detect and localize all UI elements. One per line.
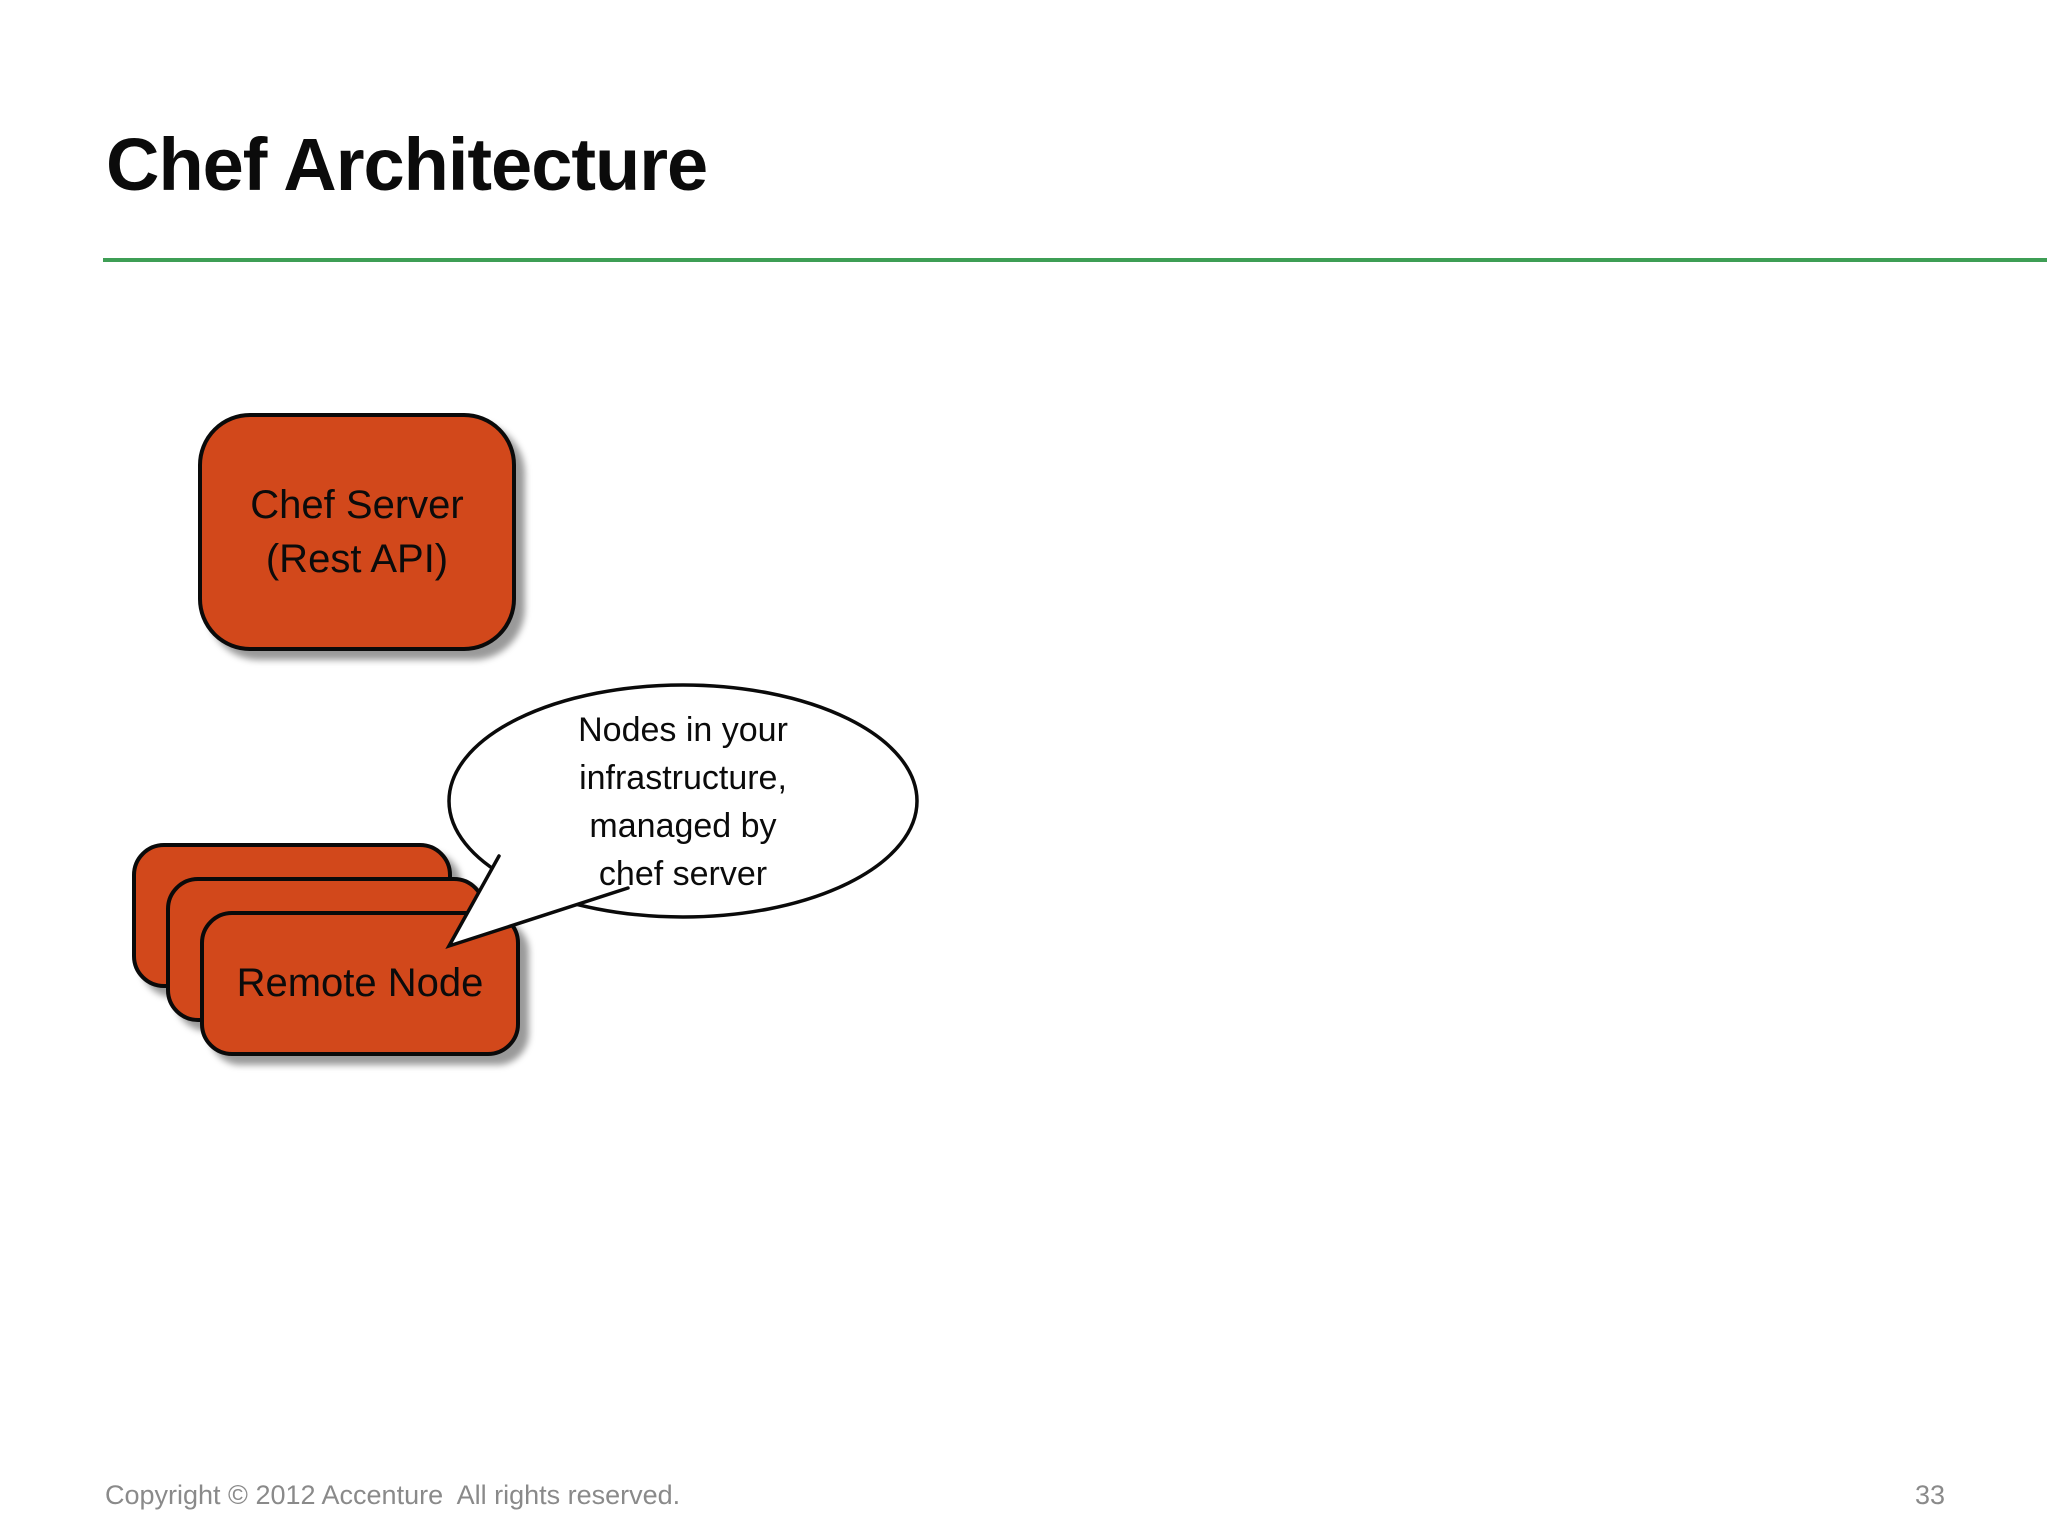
chef-server-label-line2: (Rest API) xyxy=(265,537,449,581)
remote-node-box-front: Remote Node xyxy=(200,911,520,1056)
page-number: 33 xyxy=(1914,1480,1946,1510)
page-title: Chef Architecture xyxy=(106,123,708,206)
copyright-text: Copyright © 2012 Accenture All rights re… xyxy=(105,1480,681,1510)
callout-text-line4: chef server xyxy=(598,855,768,893)
chef-server-label-line1: Chef Server xyxy=(250,483,464,527)
chef-server-box: Chef Server (Rest API) xyxy=(198,413,516,651)
remote-node-label: Remote Node xyxy=(236,961,484,1005)
callout-text-line1: Nodes in your xyxy=(578,711,788,749)
title-divider-line xyxy=(103,258,2047,262)
callout-text-line2: infrastructure, xyxy=(579,759,787,797)
callout-text-line3: managed by xyxy=(589,807,777,845)
callout-text: Nodes in your infrastructure, managed by… xyxy=(449,688,917,916)
